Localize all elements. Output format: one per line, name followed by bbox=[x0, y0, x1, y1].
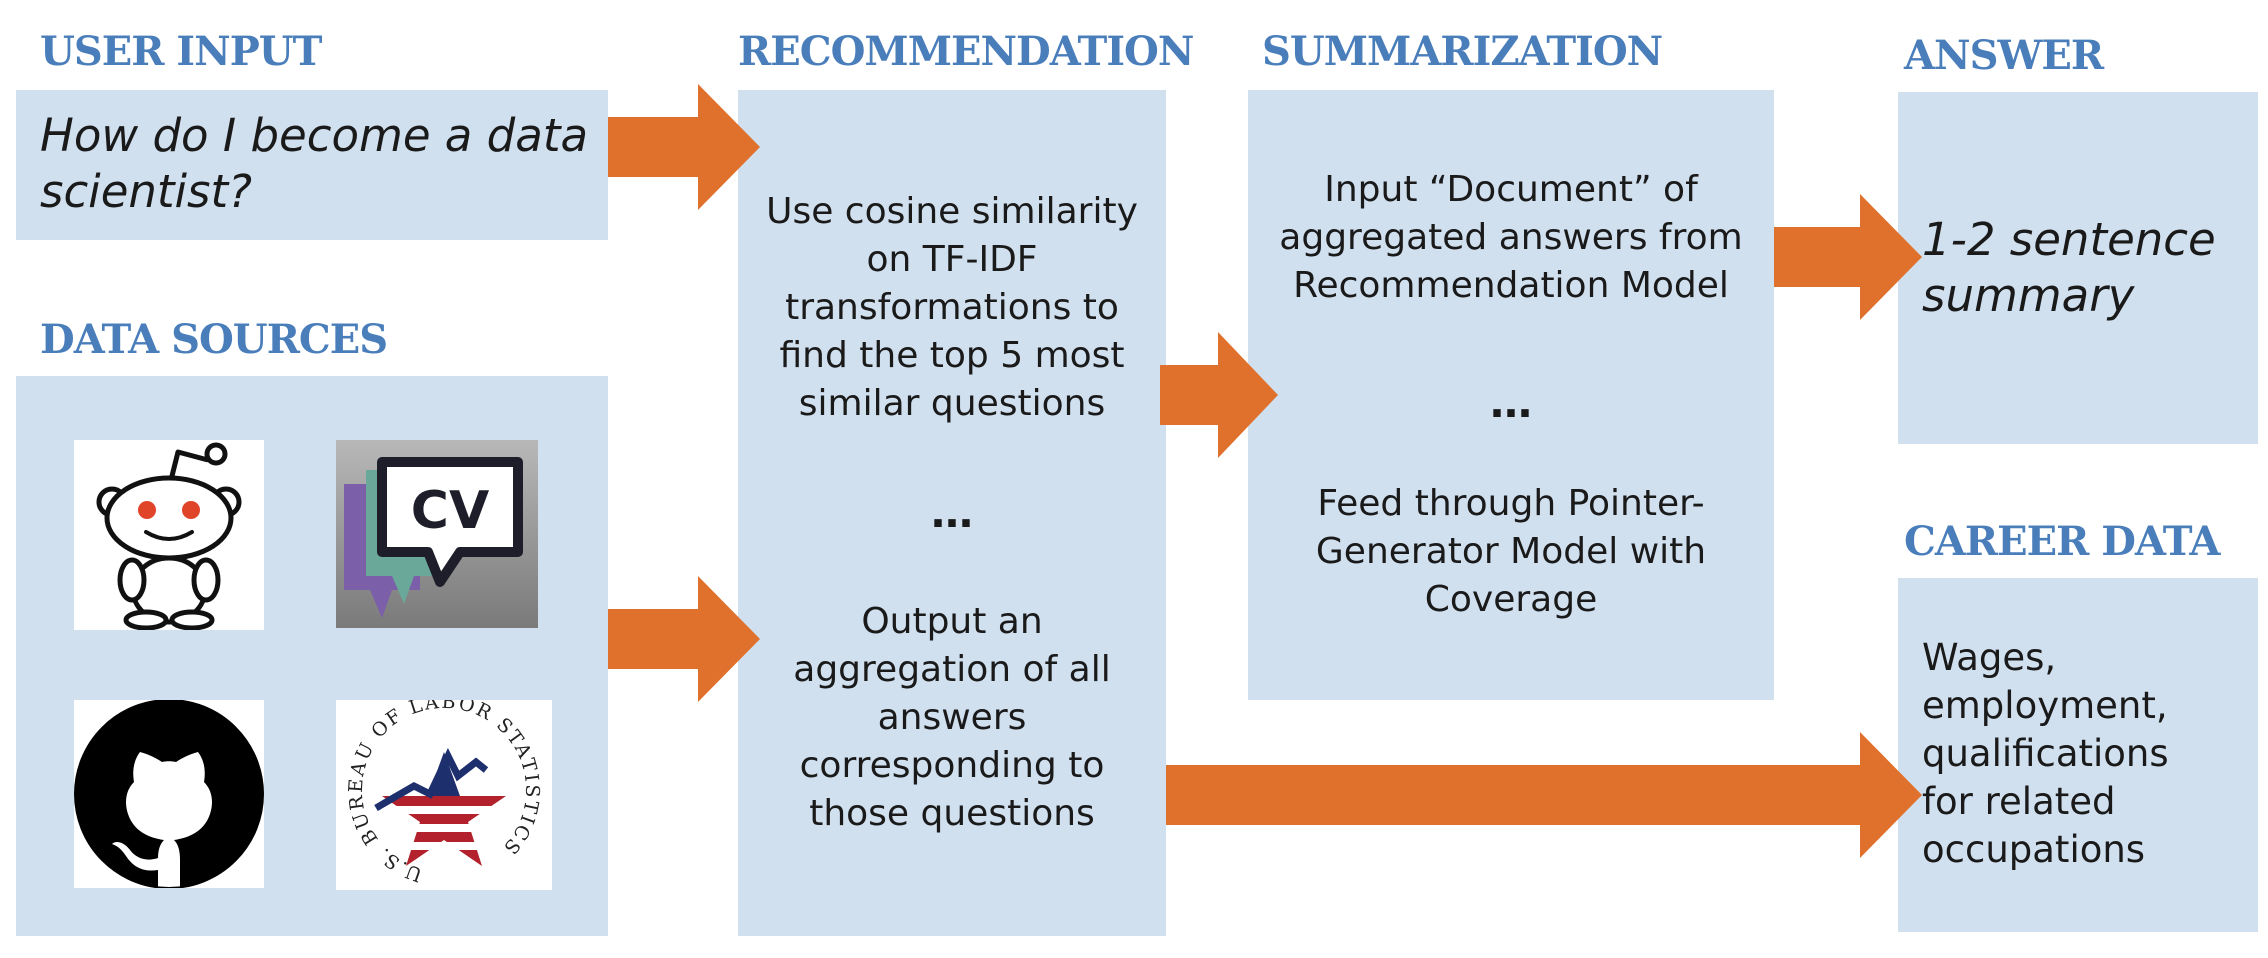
bls-icon: U.S. BUREAU OF LABOR STATISTICS bbox=[336, 700, 552, 890]
answer-box bbox=[1898, 92, 2258, 444]
cv-badge-text: CV bbox=[411, 481, 489, 541]
recommendation-step-1: Use cosine similarity on TF-IDF transfor… bbox=[766, 191, 1138, 424]
summarization-ellipsis: … bbox=[1490, 378, 1532, 427]
career-data-heading: CAREER DATA bbox=[1904, 518, 2220, 565]
user-input-heading: USER INPUT bbox=[40, 28, 322, 75]
recommendation-step-2: Output an aggregation of all answers cor… bbox=[793, 601, 1111, 834]
recommendation-box bbox=[738, 90, 1166, 936]
answer-text: 1-2 sentence summary bbox=[1922, 213, 2216, 322]
recommendation-ellipsis: … bbox=[931, 488, 973, 537]
arrow-recommendation-to-summarization bbox=[1160, 332, 1278, 458]
answer-heading: ANSWER bbox=[1904, 32, 2104, 79]
summarization-heading: SUMMARIZATION bbox=[1262, 28, 1663, 75]
summarization-step-2: Feed through Pointer-Generator Model wit… bbox=[1315, 483, 1707, 620]
reddit-icon bbox=[74, 440, 264, 630]
career-data-box bbox=[1898, 578, 2258, 932]
arrow-recommendation-to-career-data bbox=[1166, 732, 1922, 858]
arrow-input-to-recommendation bbox=[608, 84, 760, 210]
user-question: How do I become a data scientist? bbox=[40, 109, 589, 218]
summarization-box bbox=[1248, 90, 1774, 700]
arrow-sources-to-recommendation bbox=[608, 576, 760, 702]
summarization-step-1: Input “Document” of aggregated answers f… bbox=[1279, 169, 1743, 306]
data-sources-heading: DATA SOURCES bbox=[40, 316, 388, 363]
github-icon bbox=[74, 700, 264, 888]
arrow-summarization-to-answer bbox=[1774, 194, 1922, 320]
cross-validated-icon: CV bbox=[336, 440, 538, 628]
user-input-box bbox=[16, 90, 608, 240]
recommendation-heading: RECOMMENDATION bbox=[738, 28, 1194, 75]
career-data-text: Wages, employment, qualifications for re… bbox=[1922, 636, 2169, 871]
